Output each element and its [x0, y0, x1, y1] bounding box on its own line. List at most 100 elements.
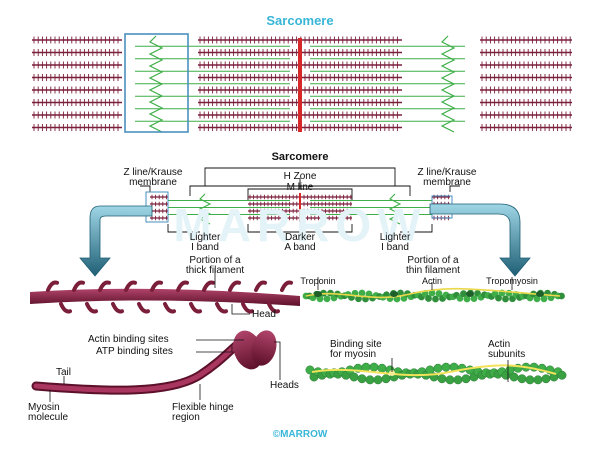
label-i-band-left: Lighter I band — [189, 232, 221, 253]
myosin-head — [124, 280, 137, 292]
myosin-head — [254, 280, 267, 292]
label-tropomyosin: Tropomyosin — [486, 276, 538, 286]
myosin-head — [163, 302, 176, 314]
myosin-heads — [199, 61, 398, 69]
myosin-head — [215, 302, 228, 314]
actin-subunit — [381, 374, 391, 384]
actin-bead — [316, 295, 324, 303]
myosin-heads — [33, 86, 119, 94]
myosin-heads — [33, 99, 119, 106]
detail-title: Sarcomere — [271, 151, 329, 163]
myosin-heads — [199, 86, 398, 94]
myosin-binding-strand — [311, 364, 557, 377]
actin-subunit — [377, 363, 387, 373]
actin-subunit — [373, 375, 383, 385]
z-region-box — [124, 33, 189, 133]
actin-subunit — [445, 375, 455, 385]
myosin-heads — [249, 201, 352, 207]
troponin-complex — [466, 291, 474, 297]
z-line — [148, 35, 164, 133]
actin-bead — [540, 295, 548, 303]
actin-subunit — [437, 374, 447, 384]
actin-subunit — [541, 374, 551, 384]
label-actin-binding-sites: Actin binding sites — [88, 334, 169, 345]
thin-filament-portion — [302, 287, 565, 303]
actin-bead — [533, 295, 541, 303]
myosin-heads — [199, 111, 398, 119]
myosin-heads — [33, 49, 119, 56]
myosin-head — [176, 280, 189, 292]
tropomyosin-strand — [305, 287, 561, 299]
myosin-heads — [33, 74, 119, 81]
actin-subunit — [369, 362, 379, 372]
label-actin-subunits: Actin subunits — [488, 339, 526, 360]
left-pointer-arrow — [79, 205, 153, 277]
z-line — [440, 35, 456, 133]
actin-subunit — [557, 370, 567, 380]
label-z-line-right: Z line/Krause membrane — [417, 167, 477, 188]
myosin-heads — [33, 61, 119, 69]
label-heads: Heads — [270, 380, 299, 391]
label-thin-filament: Portion of a thin filament — [406, 255, 460, 276]
myosin-molecule — [31, 330, 277, 395]
label-m-line: M line — [286, 182, 314, 193]
myosin-head — [111, 302, 124, 314]
actin-bead — [400, 294, 408, 302]
myosin-heads — [151, 194, 167, 200]
label-flexible-hinge: Flexible hinge region — [172, 402, 234, 423]
myosin-heads — [249, 215, 352, 221]
actin-bead — [355, 295, 362, 303]
label-atp-binding-sites: ATP binding sites — [96, 346, 173, 357]
myosin-head — [228, 280, 241, 292]
myosin-head — [150, 280, 163, 292]
actin-bead — [456, 294, 464, 302]
myosin-heads — [151, 215, 167, 221]
actin-subunit — [365, 375, 375, 385]
myosin-heads — [199, 124, 398, 131]
myosin-head — [267, 302, 280, 314]
actin-bead — [495, 294, 502, 302]
z-line — [198, 193, 212, 225]
myosin-heads — [199, 36, 398, 44]
myosin-heads — [199, 49, 398, 56]
troponin-complex — [390, 291, 398, 297]
actin-subunit — [525, 375, 535, 385]
actin-subunit — [441, 362, 451, 372]
myosin-heads — [481, 111, 571, 119]
myosin-heads — [481, 49, 571, 56]
myosin-heads — [481, 86, 571, 94]
actin-bead — [502, 295, 509, 303]
actin-subunit-chain — [305, 362, 567, 385]
label-tail: Tail — [56, 367, 72, 378]
myosin-heads — [481, 61, 571, 69]
z-line — [388, 193, 402, 225]
watermark: MARROW — [173, 199, 427, 251]
actin-subunit — [461, 374, 471, 384]
band-brackets — [140, 167, 460, 233]
troponin-complex — [314, 291, 322, 297]
label-i-band-right: Lighter I band — [379, 232, 411, 253]
label-actin: Actin — [421, 276, 442, 286]
label-head: Head — [252, 309, 276, 320]
actin-subunit — [349, 372, 359, 382]
myosin-head — [59, 302, 72, 314]
actin-bead — [463, 295, 471, 303]
myosin-heads — [199, 99, 398, 106]
myosin-heads — [481, 74, 571, 81]
myosin-head — [72, 280, 85, 292]
myosin-head — [241, 302, 254, 314]
label-troponin: Troponin — [300, 276, 336, 286]
myosin-head — [202, 280, 215, 292]
myosin-heads — [33, 124, 119, 131]
myosin-heads — [481, 36, 571, 44]
myosin-heads — [199, 74, 398, 81]
actin-bead — [358, 289, 366, 297]
myosin-binding-site — [389, 370, 395, 376]
label-thick-filament: Portion of a thick filament — [185, 255, 245, 276]
myosin-heads — [249, 208, 352, 214]
myosin-heads — [151, 201, 167, 207]
myosin-head — [98, 280, 111, 292]
myosin-heads — [33, 36, 119, 44]
actin-bead — [323, 295, 331, 303]
